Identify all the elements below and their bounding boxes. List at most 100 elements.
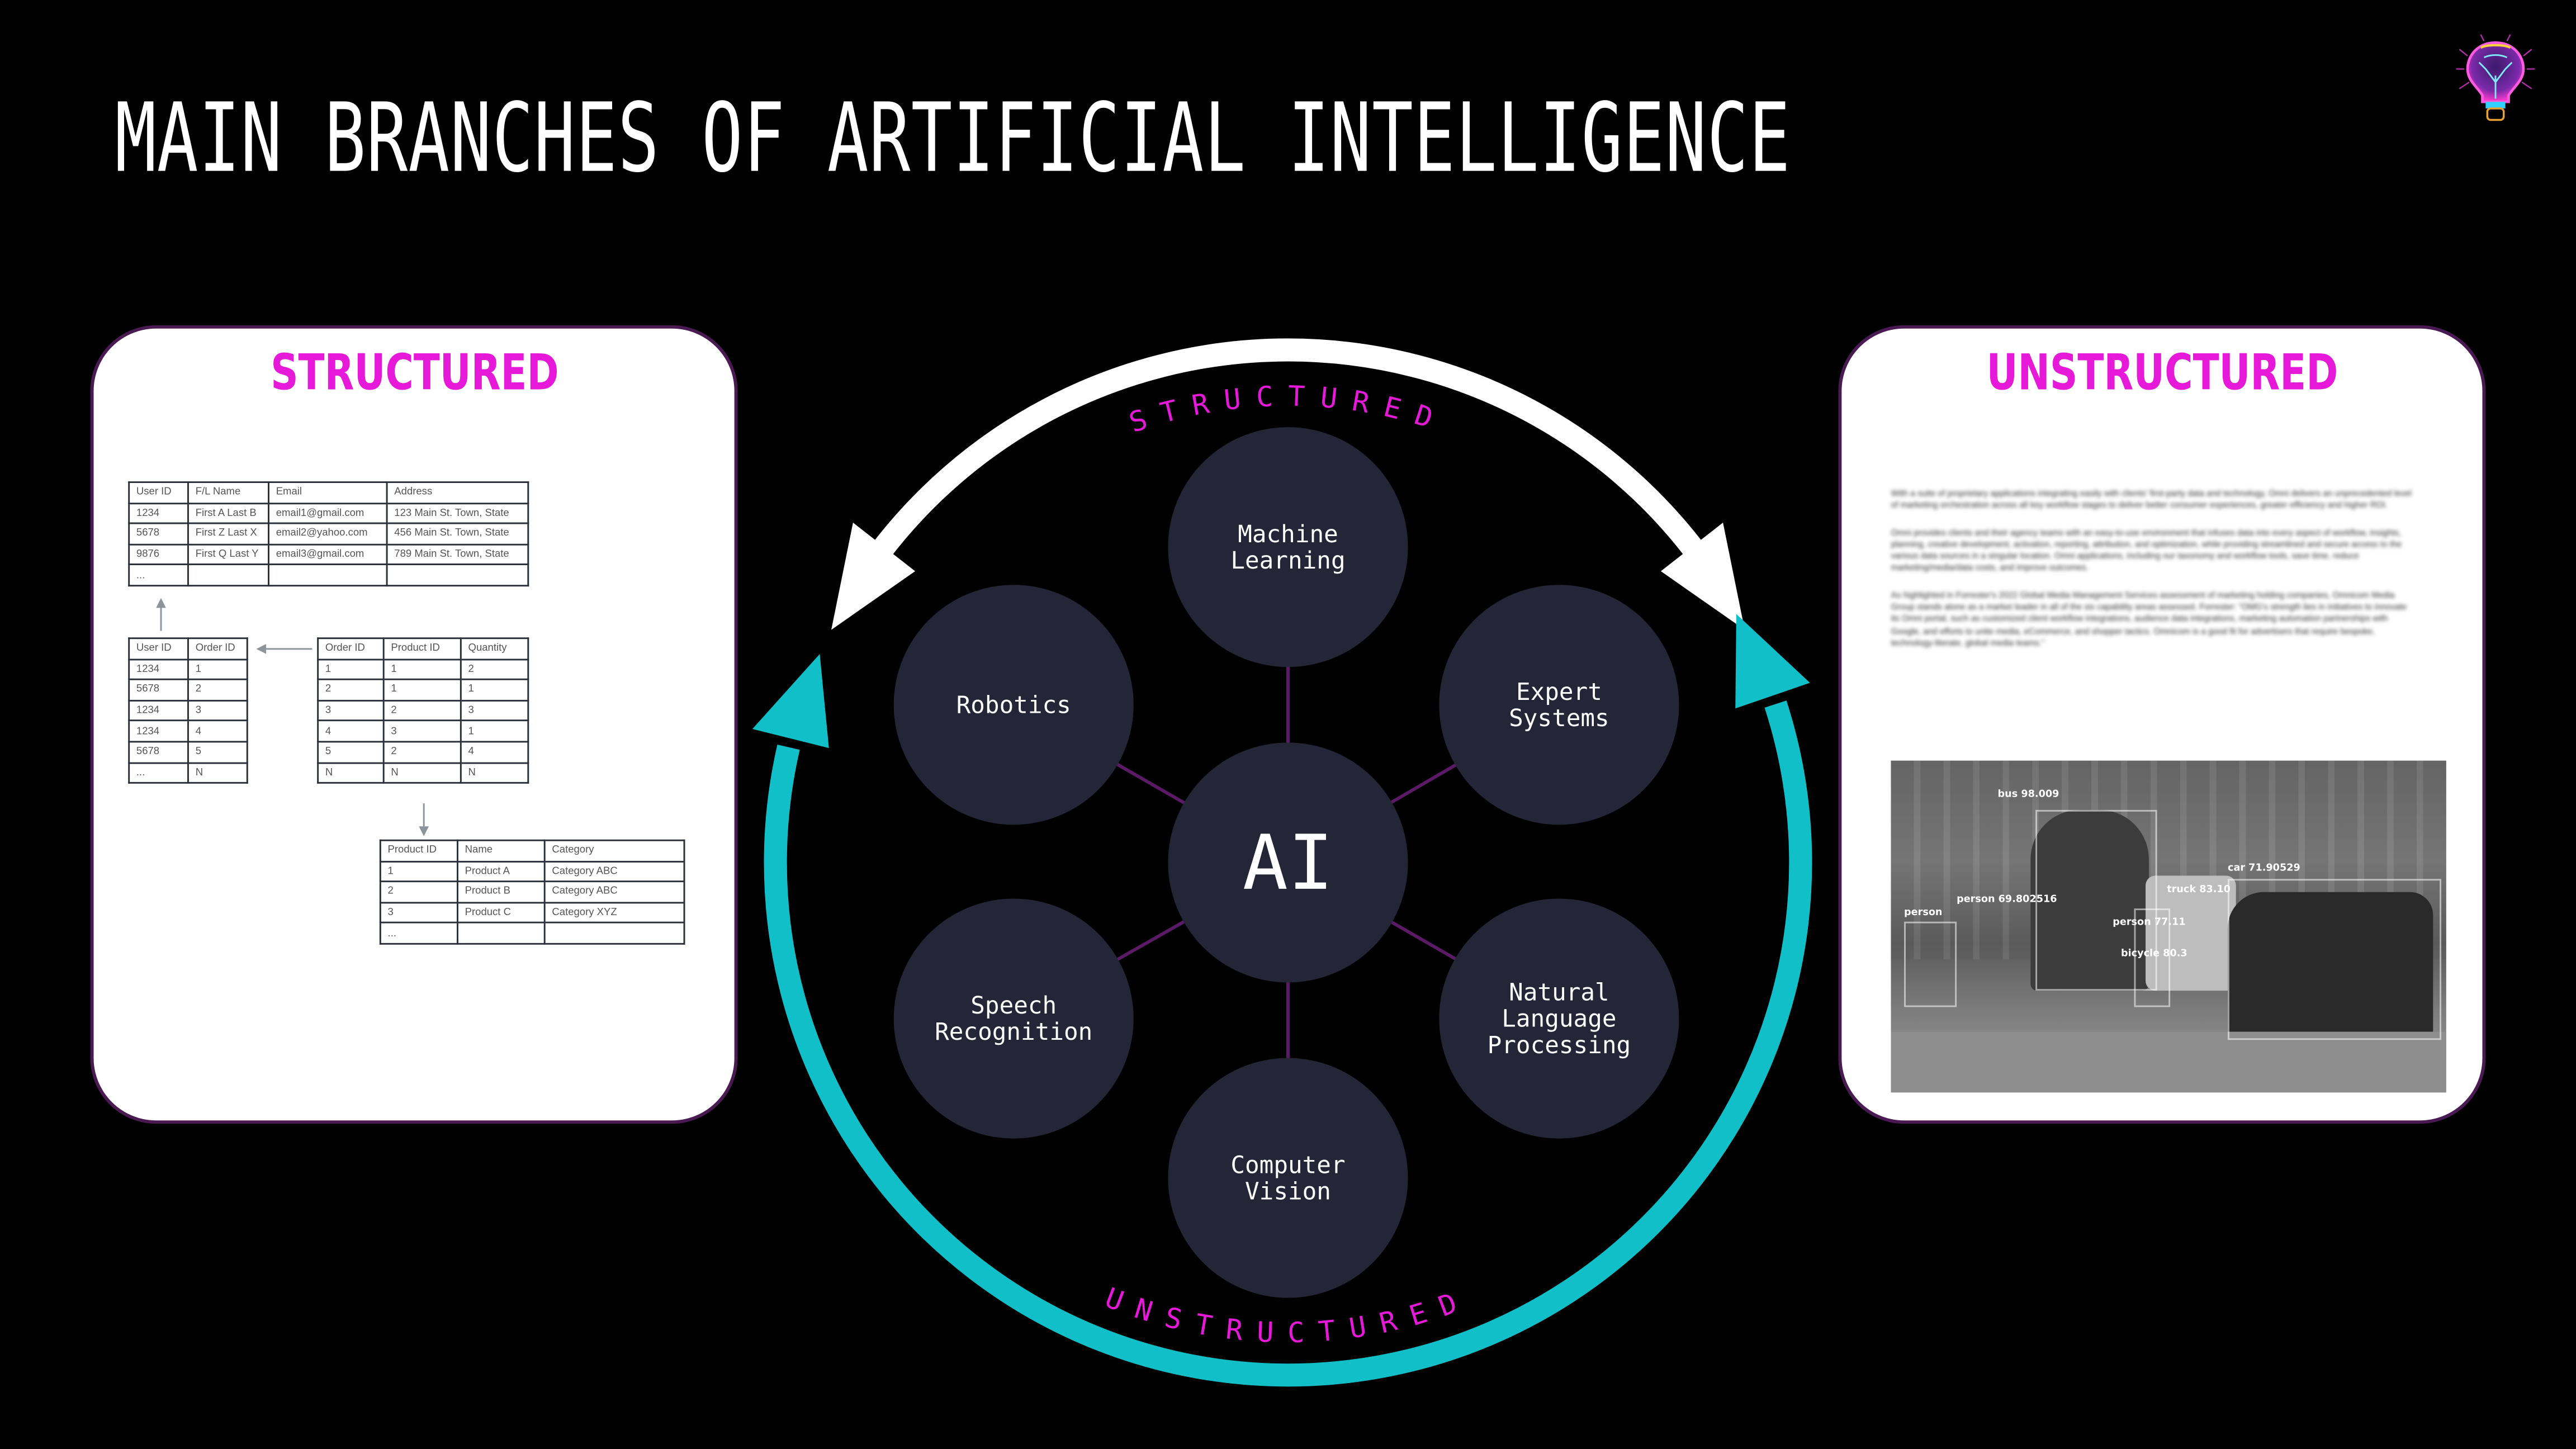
table-cell: email2@yahoo.com: [268, 523, 388, 545]
table-cell: ...: [128, 761, 189, 784]
table-cell: Order ID: [187, 637, 248, 660]
branch-node-label: Robotics: [956, 691, 1071, 719]
table-cell: F/L Name: [187, 481, 269, 504]
branch-node-circle: [893, 898, 1134, 1139]
table-cell: [268, 564, 388, 587]
table-cell: Category ABC: [543, 860, 685, 883]
table-cell: 1234: [128, 720, 189, 743]
table-row: ...: [128, 564, 529, 587]
table-cell: 1234: [128, 658, 189, 681]
branch-node-circle: [1439, 585, 1679, 825]
table-cell: [386, 564, 529, 587]
table-cell: [543, 922, 685, 945]
table-cell: 2: [187, 679, 248, 702]
table-cell: 789 Main St. Town, State: [386, 543, 529, 566]
branch-node-circle: [893, 585, 1134, 825]
table-cell: Quantity: [460, 637, 529, 660]
table-cell: First A Last B: [187, 502, 269, 524]
arrow-down-icon: [419, 803, 429, 836]
table-cell: 2: [382, 741, 462, 764]
table-cell: 1: [382, 658, 462, 681]
table-cell: Category XYZ: [543, 901, 685, 924]
table-cell: 3: [382, 720, 462, 743]
table-cell: 1: [187, 658, 248, 681]
branch-node-circle: [1439, 898, 1679, 1139]
branch-node-circle: [1168, 1058, 1408, 1298]
table-cell: User ID: [128, 481, 189, 504]
table-cell: 2: [460, 658, 529, 681]
table-cell: 2: [382, 699, 462, 722]
table-row: ...: [379, 922, 685, 945]
arrowhead-icon: [831, 522, 916, 630]
table-cell: Category ABC: [543, 880, 685, 903]
table-cell: 3: [460, 699, 529, 722]
table-cell: 4: [187, 720, 248, 743]
table-cell: ...: [379, 922, 458, 945]
table-cell: Address: [386, 481, 529, 504]
table-cell: [187, 564, 269, 587]
paragraph: With a suite of proprietary applications…: [1891, 489, 2412, 512]
table-cell: N: [187, 761, 248, 784]
table-cell: 5678: [128, 741, 189, 764]
structured-arc: [869, 338, 1707, 561]
table-cell: 1: [460, 679, 529, 702]
paragraph: Omni provides clients and their agency t…: [1891, 528, 2402, 575]
table-cell: 2: [379, 880, 458, 903]
table-cell: ...: [128, 564, 189, 587]
ai-center-circle: [1168, 742, 1408, 983]
table-cell: N: [382, 761, 462, 784]
table-cell: 3: [379, 901, 458, 924]
arrowhead-icon: [1660, 522, 1745, 630]
table-cell: Product ID: [379, 839, 458, 862]
table-cell: Category: [543, 839, 685, 862]
table-cell: 5: [317, 741, 385, 764]
table-cell: User ID: [128, 637, 189, 660]
table-cell: Email: [268, 481, 388, 504]
detection-label: person 69.802516: [1957, 893, 2057, 906]
table-cell: 5678: [128, 523, 189, 545]
table-cell: 456 Main St. Town, State: [386, 523, 529, 545]
table-cell: 4: [317, 720, 385, 743]
brain-lightbulb-icon: [2456, 34, 2535, 121]
table-cell: email3@gmail.com: [268, 543, 388, 566]
table-cell: 1: [317, 658, 385, 681]
table-cell: 2: [317, 679, 385, 702]
ai-center-label: AI: [1243, 819, 1334, 907]
table-cell: N: [460, 761, 529, 784]
table-cell: 3: [317, 699, 385, 722]
table-cell: Order ID: [317, 637, 385, 660]
table-cell: 5678: [128, 679, 189, 702]
arrow-up-icon: [156, 598, 166, 631]
blurred-document-text: With a suite of proprietary applications…: [1891, 490, 2414, 666]
detection-label: person 77.11: [2113, 916, 2186, 929]
detection-label: truck 83.10: [2167, 884, 2231, 896]
table-cell: email1@gmail.com: [268, 502, 388, 524]
